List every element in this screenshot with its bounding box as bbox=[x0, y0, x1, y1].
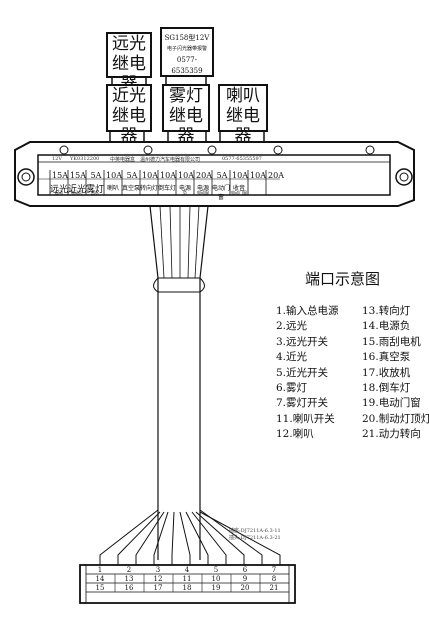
legend-item: 5.近光开关 bbox=[276, 366, 329, 379]
connector-pin: 10 bbox=[211, 575, 221, 583]
connector-pin: 9 bbox=[242, 575, 248, 583]
legend-item: 3.远光开关 bbox=[276, 335, 329, 348]
fuse-label: 近光 bbox=[68, 185, 87, 195]
fuse-label-small: 起动 bbox=[55, 190, 63, 195]
fuse-rating: 5A bbox=[90, 171, 102, 180]
relay-label-line1: 近光 bbox=[112, 86, 146, 106]
legend-item: 6.雾灯 bbox=[276, 382, 308, 395]
fuse-rating: 5A bbox=[216, 171, 228, 180]
connector-pin: 13 bbox=[124, 575, 134, 583]
fuse-label: 倒车灯 bbox=[158, 185, 177, 192]
legend-item: 4.近光 bbox=[276, 351, 308, 364]
strip-product: 中英电器盒 bbox=[110, 157, 136, 163]
plug-model: 插头:DJ7211A-6.3-21 bbox=[229, 535, 281, 541]
wire-harness bbox=[99, 205, 281, 565]
fuse-rating: 15A bbox=[70, 171, 86, 180]
legend-item: 16.真空泵 bbox=[362, 351, 411, 364]
connector-pin: 18 bbox=[182, 584, 192, 592]
relay-label-line1: 雾灯 bbox=[169, 86, 203, 106]
fuse-rating: 5A bbox=[126, 171, 138, 180]
relay-label-line1: 喇叭 bbox=[226, 86, 260, 106]
legend-item: 21.动力转向 bbox=[362, 428, 421, 441]
connector-pin: 5 bbox=[213, 566, 219, 574]
connector-pin: 7 bbox=[271, 566, 277, 574]
legend-item: 18.倒车灯 bbox=[362, 382, 411, 395]
connector-pin: 21 bbox=[269, 584, 279, 592]
relay-horn: 喇叭 继电器 bbox=[218, 84, 268, 146]
fuse-label-small: 刮水 bbox=[91, 190, 99, 195]
fuse-rating: 10A bbox=[106, 171, 122, 180]
fuse-label: 电动门窗 bbox=[212, 185, 231, 201]
legend-right: 13.转向灯 14.电源负 15.雨刮电机 16.真空泵 17.收放机 18.倒车灯 19.… bbox=[362, 304, 429, 443]
fuse-rating: 10A bbox=[178, 171, 194, 180]
connector-pin: 3 bbox=[155, 566, 161, 574]
fuse-label-small: 电动门窗 bbox=[231, 190, 247, 195]
fuse-label: 真空泵 bbox=[122, 185, 141, 192]
connector-pin: 14 bbox=[95, 575, 105, 583]
legend-item: 2.远光 bbox=[276, 320, 308, 333]
fuse-rating: 10A bbox=[160, 171, 176, 180]
fuse-label: 电源 bbox=[196, 185, 209, 192]
connector-model: 插座:DJ7211A-6.3-11 插头:DJ7211A-6.3-21 bbox=[229, 528, 281, 542]
relay-label-line2: 继电器 bbox=[226, 106, 260, 146]
connector-pin: 11 bbox=[182, 575, 192, 583]
bottom-connector bbox=[79, 564, 296, 604]
relay-label-line2: 继电器 bbox=[169, 106, 203, 146]
relay-label-line2: 继电器 bbox=[112, 106, 146, 146]
socket-model: 插座:DJ7211A-6.3-11 bbox=[229, 528, 281, 534]
diagram-title: 端口示意图 bbox=[305, 270, 381, 288]
fuse-label: 电源 bbox=[178, 185, 191, 192]
fuse-box-housing bbox=[14, 141, 415, 207]
fuse-label: 转向灯 bbox=[140, 185, 159, 192]
relay-flasher: SG158型12V 电子闪光器带报警 0577-6535359 bbox=[160, 27, 214, 77]
legend-item: 11.喇叭开关 bbox=[276, 412, 335, 425]
fuse-rating: 10A bbox=[142, 171, 158, 180]
fuse-rating: 20A bbox=[268, 171, 284, 180]
connector-pin: 16 bbox=[124, 584, 134, 592]
legend-item: 13.转向灯 bbox=[362, 305, 411, 317]
fuse-label: 雾灯 bbox=[86, 185, 105, 195]
legend-item: 17.收放机 bbox=[362, 366, 411, 379]
connector-pin: 8 bbox=[271, 575, 277, 583]
fuse-label-small: 制动灯 bbox=[71, 190, 83, 195]
connector-pin: 4 bbox=[184, 566, 190, 574]
connector-pin: 19 bbox=[211, 584, 221, 592]
relay-fog: 雾灯 继电器 bbox=[162, 84, 210, 146]
strip-company: 温州德力汽车电器有限公司 bbox=[140, 157, 201, 163]
strip-voltage: 12V bbox=[52, 156, 62, 162]
connector-pin: 12 bbox=[153, 575, 163, 583]
fuse-label: 远光 bbox=[50, 185, 69, 195]
connector-pin: 1 bbox=[97, 566, 103, 574]
legend-item: 19.电动门窗 bbox=[362, 397, 421, 410]
fuse-rating: 20A bbox=[196, 171, 212, 180]
fuse-label: 喇叭 bbox=[106, 185, 119, 192]
legend-item: 14.电源负 bbox=[362, 320, 411, 333]
legend-item: 15.雨刮电机 bbox=[362, 335, 421, 348]
connector-pin: 6 bbox=[242, 566, 248, 574]
relay-high-beam-top: 远光 继电器 bbox=[106, 32, 152, 94]
connector-pin: 2 bbox=[126, 566, 132, 574]
legend-item: 12.喇叭 bbox=[276, 428, 314, 441]
fuse-rating: 10A bbox=[250, 171, 266, 180]
fuse-rating: 10A bbox=[232, 171, 248, 180]
legend-left: 1.输入总电源 2.远光 3.远光开关 4.近光 5.近光开关 6.雾灯 7.雾灯开关 11.… bbox=[276, 304, 339, 443]
fuse-label-small: 电动窗 bbox=[197, 190, 209, 195]
legend-item: 1.输入总电源 bbox=[276, 305, 339, 317]
legend-item: 20.制动灯顶灯 bbox=[362, 412, 429, 425]
connector-pin: 15 bbox=[95, 584, 105, 592]
fuse-label: 收音 bbox=[232, 185, 245, 192]
fuse-label-small: 负 bbox=[183, 190, 187, 195]
legend-item: 7.雾灯开关 bbox=[276, 397, 329, 410]
connector-pin: 20 bbox=[240, 584, 250, 592]
relay-low-beam: 近光 继电器 bbox=[106, 84, 152, 146]
flasher-desc: 电子闪光器带报警 bbox=[166, 46, 207, 52]
relay-label-line1: 远光 bbox=[112, 34, 146, 54]
connector-pin: 17 bbox=[153, 584, 163, 592]
strip-phone: 0577-65355597 bbox=[222, 156, 262, 162]
strip-model: YK0312200 bbox=[70, 156, 100, 162]
flasher-phone: 0577-6535359 bbox=[171, 56, 203, 75]
flasher-model: SG158型12V bbox=[164, 34, 210, 42]
fuse-rating: 15A bbox=[52, 171, 68, 180]
